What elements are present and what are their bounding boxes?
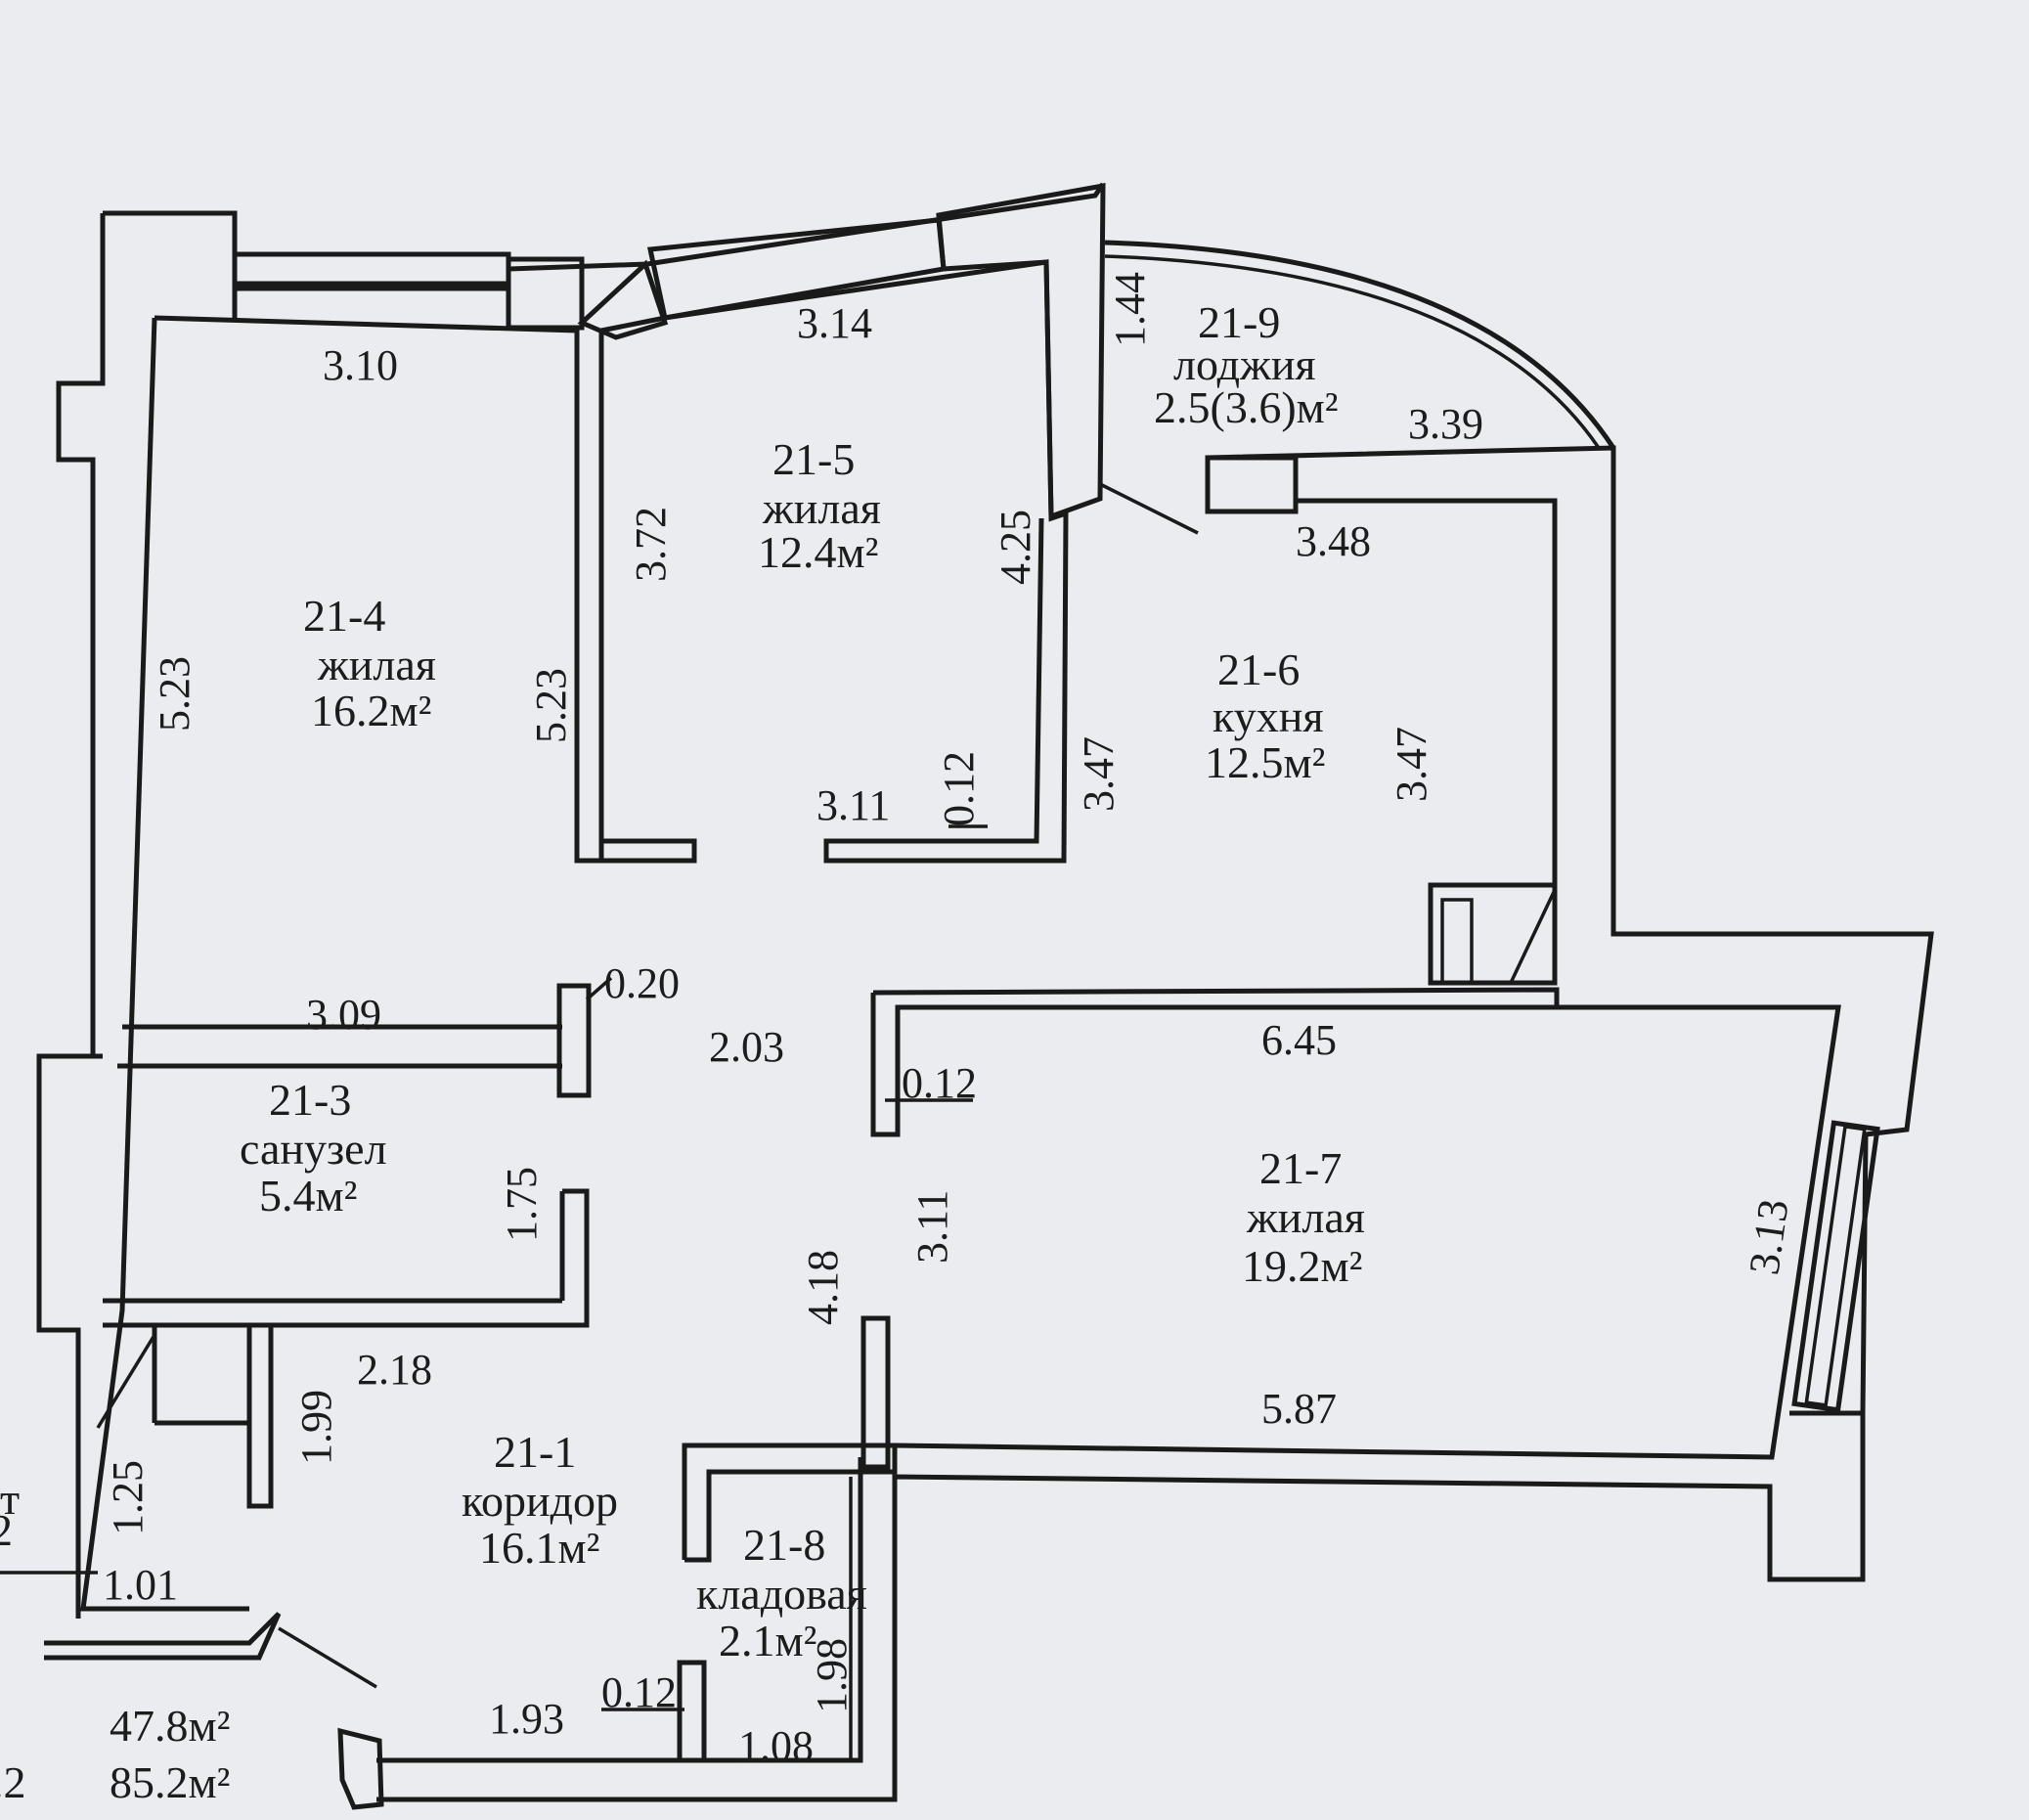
dim-r5-top: 3.14 [797,299,872,347]
room-type: кладовая [696,1569,867,1619]
room-id: 21-8 [743,1520,825,1570]
dim-loggia-bottom: 3.39 [1408,400,1483,448]
room-type: жилая [1246,1192,1365,1242]
room-type: санузел [240,1124,387,1174]
cut-off-fragment: .2 [0,1757,26,1807]
dim-hall-width: 2.03 [709,1023,784,1071]
dim-r4-right: 5.23 [527,668,575,743]
dim-entry-width: 1.01 [103,1561,178,1609]
dim-r4-top: 3.10 [323,341,398,389]
dim-r7-bottom: 5.87 [1261,1385,1337,1433]
dim-kitchen-right: 3.47 [1388,727,1435,802]
room-id: 21-7 [1259,1143,1342,1193]
dim-r5-wall: 0.12 [935,751,983,826]
room-area: 19.2м² [1242,1241,1362,1291]
dim-corr-top: 2.18 [357,1346,432,1394]
dim-r7-right: 3.13 [1740,1196,1797,1277]
room-area: 2.1м² [719,1616,816,1665]
room-id: 21-4 [303,591,385,641]
room-id: 21-9 [1198,297,1280,347]
wall-mark [585,976,613,1001]
room-area: 16.2м² [311,686,431,735]
room-area: 12.4м² [758,527,878,577]
dim-entry-side: 1.25 [104,1460,152,1535]
room-type: жилая [762,483,881,533]
room-labels: 21-4 жилая 16.2м² 21-5 жилая 12.4м² 21-9… [240,297,1365,1665]
room-area: 12.5м² [1205,737,1325,787]
cut-off-letter: т [0,1474,20,1524]
dim-bath-right: 1.75 [498,1167,546,1242]
dim-kitchen-left: 3.47 [1075,736,1123,812]
room-area: 16.1м² [479,1523,599,1573]
dim-r5-right: 4.25 [992,510,1039,585]
dim-r5-bottom: 3.11 [816,781,890,829]
dim-wall-020: 0.20 [604,959,680,1007]
dim-corr-bottom: 1.93 [489,1695,564,1743]
room-id: 21-6 [1217,644,1300,694]
dim-corr-height: 4.18 [799,1250,847,1325]
room-id: 21-1 [494,1427,576,1477]
total-area: 85.2м² [110,1757,230,1807]
dim-r7-left: 3.11 [908,1190,956,1264]
room-id: 21-3 [269,1075,351,1125]
room-type: кухня [1213,691,1323,741]
walls [0,182,1934,1810]
room-area: 5.4м² [259,1171,357,1221]
dim-loggia-side: 1.44 [1106,272,1154,347]
room-type: жилая [317,640,436,689]
cut-off-digit: 2 [0,1505,13,1555]
dim-r7-top: 6.45 [1261,1016,1337,1064]
dim-r5-left: 3.72 [627,507,675,582]
room-type: коридор [462,1476,618,1526]
room-id: 21-5 [772,434,855,484]
dim-kitchen-top: 3.48 [1296,517,1371,565]
dim-r4-left: 5.23 [151,656,198,732]
dim-niche-height: 1.99 [292,1390,340,1465]
dimension-labels: 3.10 5.23 5.23 3.14 3.72 4.25 3.11 0.12 … [103,272,1798,1770]
room-type: лоджия [1173,339,1316,389]
dim-store-side: 1.98 [808,1638,856,1713]
dim-bath-top: 3.09 [306,991,381,1039]
dim-store-bottom: 1.08 [738,1722,814,1770]
living-area-total: 47.8м² [110,1701,230,1751]
room-area: 2.5(3.6)м² [1154,382,1339,432]
area-totals: 47.8м² 85.2м² т 2 .2 [0,1474,230,1807]
